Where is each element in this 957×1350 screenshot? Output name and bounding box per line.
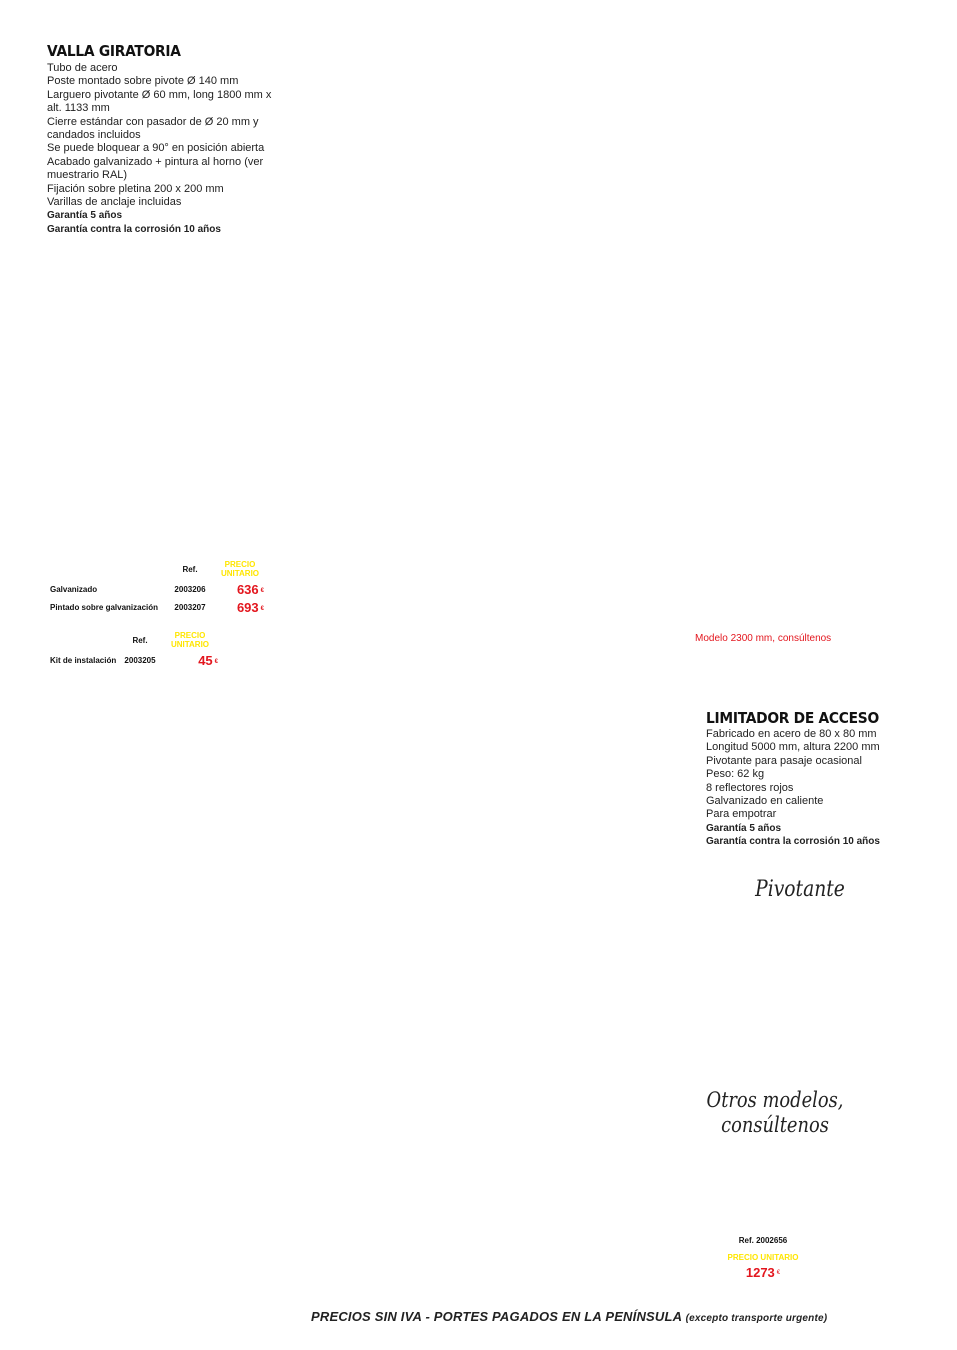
valla-price-table: Ref. PRECIO UNITARIO Galvanizado 2003206…: [50, 558, 264, 616]
limitador-spec-line: Pivotante para pasaje ocasional: [706, 754, 862, 767]
limitador-specs: Fabricado en acero de 80 x 80 mm Longitu…: [706, 728, 926, 849]
product-price: 636: [236, 581, 259, 597]
limitador-spec-line: Fabricado en acero de 80 x 80 mm: [706, 728, 877, 740]
footer-main: PRECIOS SIN IVA - PORTES PAGADOS EN LA P…: [311, 1309, 682, 1324]
valla-spec-line: Larguero pivotante Ø 60 mm, long 1800 mm…: [47, 88, 272, 115]
valla-warranty: Garantía 5 años: [47, 210, 123, 222]
limitador-ref: Ref. 2002656: [738, 1236, 788, 1245]
valla-spec-line: Poste montado sobre pivote Ø 140 mm: [47, 75, 239, 88]
other-models-note: Otros modelos, consúltenos: [706, 1088, 844, 1137]
valla-spec-line: Cierre estándar con pasador de Ø 20 mm y…: [47, 115, 259, 142]
price-header: PRECIO UNITARIO: [170, 631, 210, 649]
limitador-spec-line: Peso: 62 kg: [706, 768, 765, 781]
product-name: Pintado sobre galvanización: [50, 602, 159, 612]
table-row: Pintado sobre galvanización 2003207 693€: [50, 598, 264, 616]
valla-spec-line: Tubo de acero: [47, 62, 118, 74]
limitador-spec-line: Galvanizado en caliente: [706, 795, 824, 808]
product-price: 45: [198, 652, 213, 668]
valla-spec-line: Fijación sobre pletina 200 x 200 mm: [47, 182, 224, 195]
valla-corrosion-warranty: Garantía contra la corrosión 10 años: [47, 223, 221, 235]
valla-spec-line: Acabado galvanizado + pintura al horno (…: [47, 155, 264, 182]
ref-header: Ref.: [132, 635, 148, 645]
currency-symbol: €: [260, 606, 264, 613]
ref-header: Ref.: [182, 564, 198, 574]
limitador-spec-line: Longitud 5000 mm, altura 2200 mm: [706, 741, 880, 754]
product-ref: 2003205: [124, 655, 156, 665]
product-ref: 2003206: [174, 584, 206, 594]
currency-symbol: €: [776, 1269, 781, 1276]
limitador-title: LIMITADOR DE ACCESO: [706, 709, 879, 727]
installation-kit-table: Ref. PRECIO UNITARIO Kit de instalación …: [50, 629, 220, 669]
footer-note: PRECIOS SIN IVA - PORTES PAGADOS EN LA P…: [311, 1309, 827, 1324]
limitador-corrosion-warranty: Garantía contra la corrosión 10 años: [706, 836, 880, 848]
product-name: Kit de instalación: [50, 655, 117, 665]
limitador-spec-line: 8 reflectores rojos: [706, 781, 794, 794]
currency-symbol: €: [214, 659, 218, 666]
limitador-price: 1273: [745, 1265, 775, 1280]
valla-title: VALLA GIRATORIA: [47, 42, 181, 60]
product-name: Galvanizado: [50, 584, 98, 594]
price-header: PRECIO UNITARIO: [727, 1253, 799, 1262]
pivotante-label: Pivotante: [755, 877, 845, 902]
table-row: Kit de instalación 2003205 45€: [50, 651, 220, 669]
price-header: PRECIO UNITARIO: [220, 560, 260, 578]
valla-spec-line: Se puede bloquear a 90° en posición abie…: [47, 142, 265, 155]
limitador-warranty: Garantía 5 años: [706, 822, 782, 834]
product-ref: 2003207: [174, 602, 206, 612]
valla-spec-line: Varillas de anclaje incluidas: [47, 196, 182, 209]
valla-specs: Tubo de acero Poste montado sobre pivote…: [47, 62, 287, 236]
table-row: Galvanizado 2003206 636€: [50, 580, 264, 598]
limitador-price-block: Ref. 2002656 PRECIO UNITARIO 1273€: [703, 1236, 823, 1282]
footer-sub: (excepto transporte urgente): [685, 1313, 828, 1324]
product-price: 693: [236, 599, 259, 615]
currency-symbol: €: [260, 588, 264, 595]
modelo-note: Modelo 2300 mm, consúltenos: [695, 633, 832, 644]
limitador-spec-line: Para empotrar: [706, 808, 777, 821]
